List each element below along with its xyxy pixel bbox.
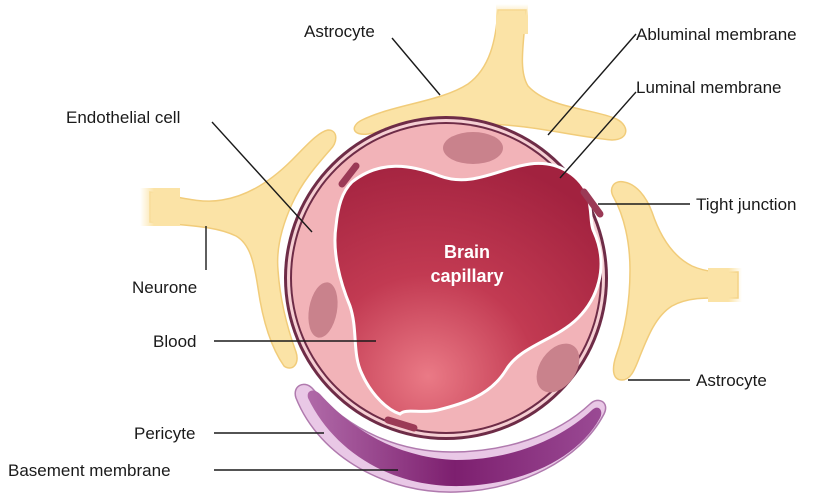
leader-astrocyte-top: [392, 38, 440, 95]
label-tight-junction: Tight junction: [696, 195, 796, 214]
neurone-axon-fade: [140, 188, 180, 226]
astrocyte-top: [354, 10, 625, 140]
center-label-line1: Brain: [444, 242, 490, 262]
nucleus-top: [443, 132, 503, 164]
astrocyte-right-process-fade: [708, 268, 742, 302]
label-astrocyte-right: Astrocyte: [696, 371, 767, 390]
label-abluminal-membrane: Abluminal membrane: [636, 25, 797, 44]
label-pericyte: Pericyte: [134, 424, 195, 443]
center-label-line2: capillary: [430, 266, 503, 286]
astrocyte-top-process-fade: [496, 4, 528, 34]
label-astrocyte-top: Astrocyte: [304, 22, 375, 41]
label-endothelial-cell: Endothelial cell: [66, 108, 180, 127]
label-blood: Blood: [153, 332, 196, 351]
label-neurone: Neurone: [132, 278, 197, 297]
label-luminal-membrane: Luminal membrane: [636, 78, 782, 97]
label-basement-membrane: Basement membrane: [8, 461, 171, 480]
